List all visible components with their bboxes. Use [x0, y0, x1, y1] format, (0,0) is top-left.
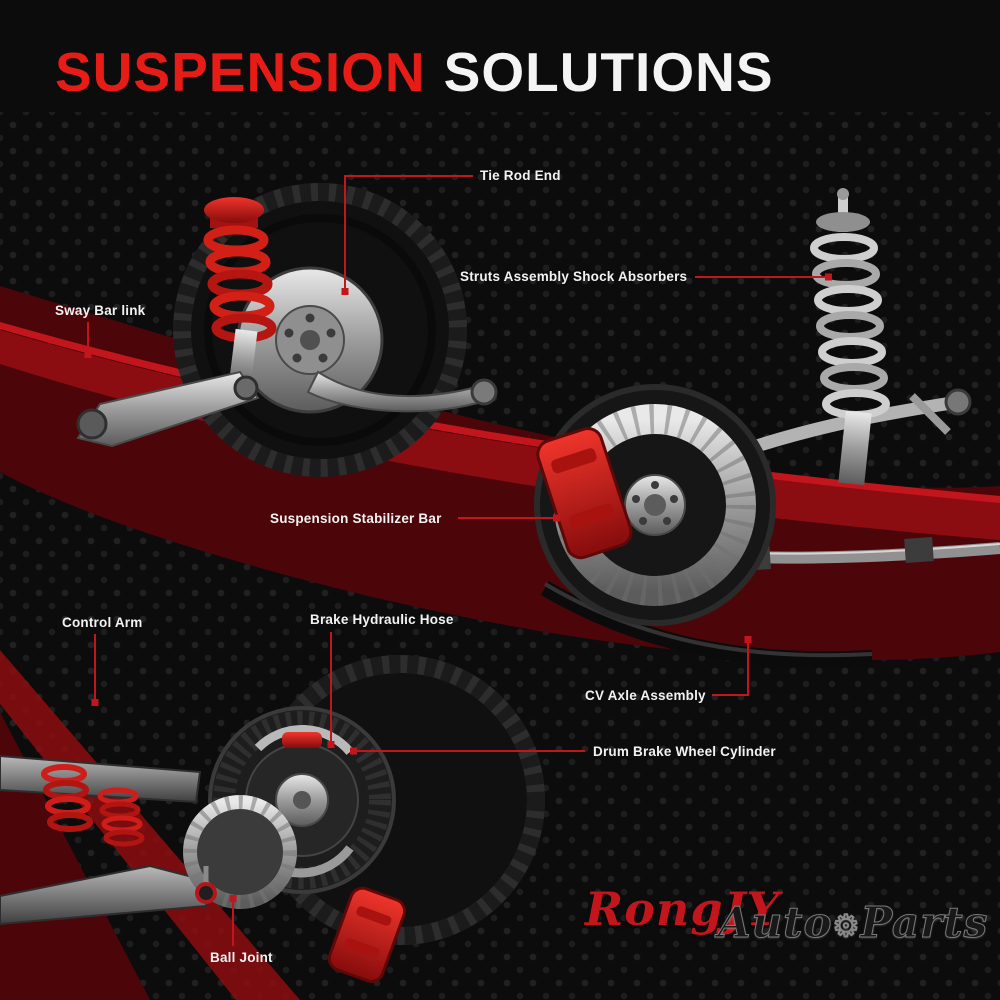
brand-word-parts: Parts	[860, 898, 989, 948]
strut-brake-disc-illustration	[534, 188, 1000, 668]
callout-leader-lines	[87, 175, 826, 946]
callout-marker-control-arm	[91, 699, 99, 706]
callout-marker-brake-hose	[327, 741, 335, 748]
callout-label-ball-joint: Ball Joint	[210, 950, 273, 965]
callout-label-brake-hose: Brake Hydraulic Hose	[310, 612, 454, 627]
callout-line-cv-axle	[712, 642, 749, 696]
callout-label-control-arm: Control Arm	[62, 615, 143, 630]
callout-marker-sway-bar-link	[84, 351, 92, 358]
callout-end-markers	[84, 273, 832, 902]
title-word-suspension: SUSPENSION	[55, 41, 426, 103]
front-corner-suspension-illustration	[76, 183, 498, 477]
brand-word-auto: Auto	[718, 898, 833, 948]
callout-marker-stabilizer-bar	[553, 514, 560, 522]
callout-label-stabilizer-bar: Suspension Stabilizer Bar	[270, 511, 442, 526]
callout-marker-ball-joint	[229, 895, 237, 902]
callout-line-tie-rod-end	[344, 175, 473, 290]
callout-label-sway-bar-link: Sway Bar link	[55, 303, 146, 318]
page-title: SUSPENSION SOLUTIONS	[55, 40, 774, 104]
callout-label-cv-axle: CV Axle Assembly	[585, 688, 706, 703]
brand-name-solid: Auto⚙Parts	[718, 898, 989, 948]
callout-marker-cv-axle	[744, 636, 752, 643]
callout-marker-tie-rod-end	[341, 288, 349, 295]
callout-label-tie-rod-end: Tie Rod End	[480, 168, 561, 183]
gear-icon: ⚙	[832, 909, 861, 945]
callout-label-drum-brake: Drum Brake Wheel Cylinder	[593, 744, 776, 759]
brand-name-script: RongJY	[585, 882, 781, 936]
callout-marker-drum-brake	[350, 747, 357, 755]
title-word-solutions: SOLUTIONS	[443, 41, 774, 103]
callout-marker-struts	[825, 273, 832, 281]
callout-label-struts: Struts Assembly Shock Absorbers	[460, 269, 688, 284]
